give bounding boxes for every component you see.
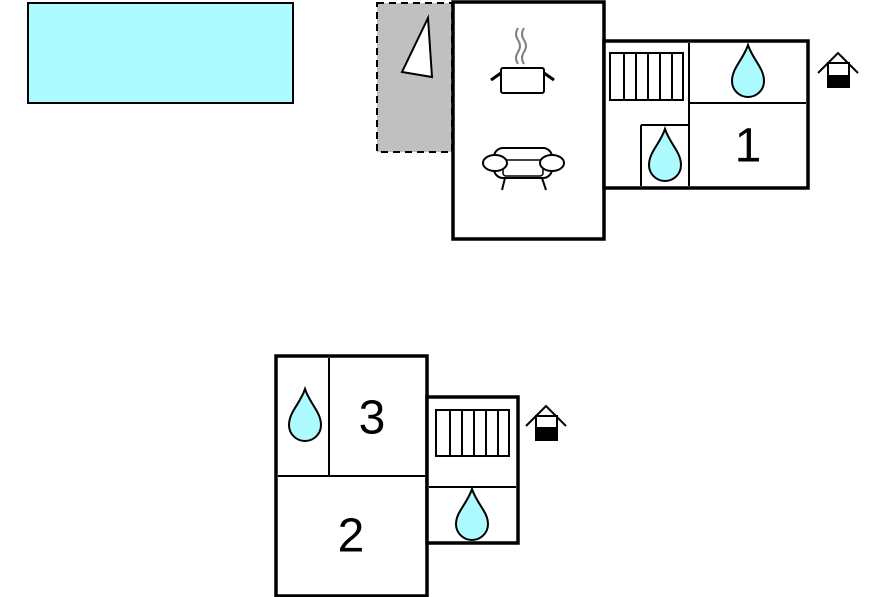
water-drop-icon bbox=[647, 125, 683, 182]
living-room bbox=[451, 0, 606, 241]
pool bbox=[27, 2, 294, 104]
room-2-label: 2 bbox=[338, 510, 365, 563]
sunshade-icon bbox=[400, 14, 434, 79]
stairs-icon bbox=[609, 52, 684, 101]
stairs-icon bbox=[435, 409, 510, 457]
entrance-icon bbox=[817, 51, 859, 88]
room-3-label: 3 bbox=[359, 392, 386, 445]
kitchen-icon bbox=[490, 27, 555, 94]
water-drop-icon bbox=[730, 41, 766, 98]
water-drop-icon bbox=[454, 485, 490, 541]
entrance-icon bbox=[525, 404, 567, 441]
sofa-icon bbox=[482, 147, 565, 191]
water-drop-icon bbox=[287, 385, 323, 442]
terrace bbox=[376, 2, 453, 153]
room-1-label: 1 bbox=[735, 120, 762, 173]
